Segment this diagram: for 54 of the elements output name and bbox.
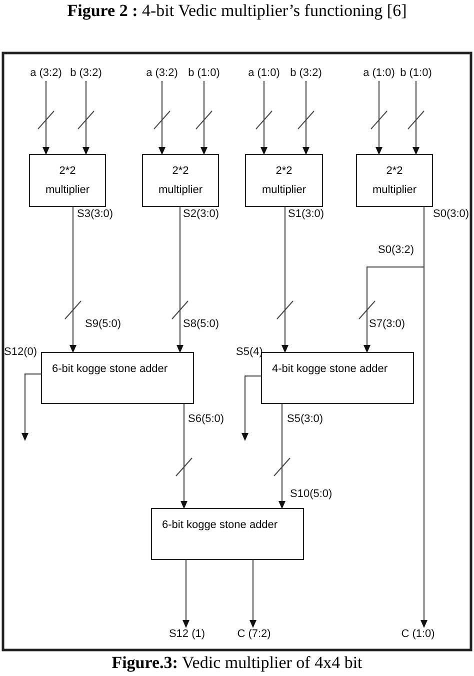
signal-label: a (3:2) <box>140 66 184 81</box>
arrow <box>412 80 420 155</box>
signal-label: C (7:2) <box>233 627 275 642</box>
edge-label: S6(5:0) <box>188 413 224 425</box>
edge-label: S3(3:0) <box>77 208 114 220</box>
arrow <box>42 80 50 155</box>
edge-label: S0(3:0) <box>433 208 470 220</box>
signal-label: S9(5:0) <box>85 318 122 330</box>
arrow <box>158 80 166 155</box>
arrow <box>200 80 208 155</box>
multiplier-block <box>142 154 219 207</box>
multiplier-block <box>29 154 106 207</box>
signal-label: b (3:2) <box>284 66 328 81</box>
arrow <box>278 404 286 509</box>
edge-label: S5(4) <box>236 346 263 358</box>
edge-label: S1(3:0) <box>288 208 324 220</box>
block-label: 2*2 multiplier <box>157 164 204 198</box>
arrow <box>250 560 256 628</box>
adder-block <box>151 508 304 560</box>
figure-caption: Figure.3: Vedic multiplier of 4x4 bit <box>110 653 364 673</box>
block-label: 4-bit kogge stone adder <box>272 363 388 375</box>
arrow <box>182 560 190 628</box>
signal-label: S7(3:0) <box>369 318 406 330</box>
arrow <box>260 80 268 155</box>
arrow <box>176 206 184 353</box>
adder-block <box>261 352 414 404</box>
block-label: 2*2 multiplier <box>260 164 307 198</box>
arrow <box>364 206 424 353</box>
block-label: 2*2 multiplier <box>44 164 90 198</box>
signal-label: S12 (1) <box>166 627 208 642</box>
multiplier-block <box>245 154 323 207</box>
signal-label: S10(5:0) <box>290 488 332 500</box>
signal-label: a (1:0) <box>242 66 286 81</box>
edge-label: S5(3:0) <box>287 413 324 425</box>
arrow <box>82 80 90 155</box>
block-label: 6-bit kogge stone adder <box>162 519 278 531</box>
arrow <box>376 80 382 155</box>
arrow <box>282 206 288 353</box>
signal-label: b (1:0) <box>182 66 226 81</box>
multiplier-block <box>356 154 433 207</box>
block-label: 2*2 multiplier <box>371 164 418 198</box>
signal-label: C (1:0) <box>397 627 439 642</box>
adder-block <box>41 352 194 404</box>
arrow <box>22 374 42 441</box>
block-label: 6-bit kogge stone adder <box>52 363 168 375</box>
arrow <box>180 404 188 509</box>
figure-title: Figure 2 : 4-bit Vedic multiplier’s functioning [6] <box>66 1 408 21</box>
edge-label: S12(0) <box>4 346 38 358</box>
arrow <box>70 206 76 353</box>
edge-label: S2(3:0) <box>183 208 220 220</box>
arrow <box>242 376 262 441</box>
edge-label: S0(3:2) <box>378 244 414 256</box>
arrow <box>302 80 310 155</box>
signal-label: S8(5:0) <box>183 318 220 330</box>
